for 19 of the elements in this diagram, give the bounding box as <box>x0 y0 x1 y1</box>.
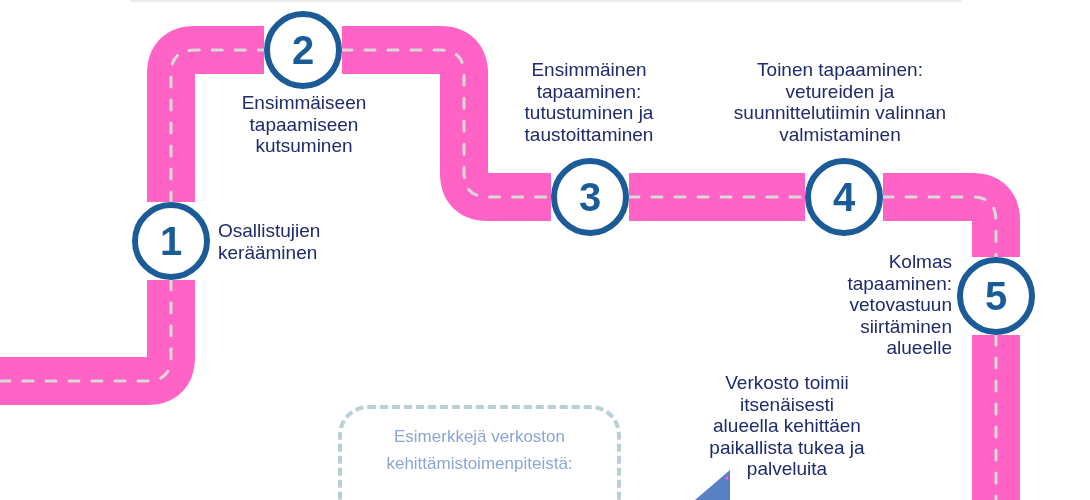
dashed-box <box>338 405 621 500</box>
road-segment <box>340 26 553 221</box>
step-description: Ensimmäiseen tapaamiseen kutsuminen <box>240 92 368 157</box>
road-segment <box>627 173 807 221</box>
road-segment <box>147 26 266 204</box>
step-description: Ensimmäinen tapaaminen: tutustuminen ja taustoittaminen <box>523 59 655 145</box>
step-number: 1 <box>159 221 183 261</box>
step-description: Osallistujien kerääminen <box>218 220 322 263</box>
step-number: 5 <box>984 276 1008 316</box>
road-segment <box>881 173 1020 259</box>
road-segment <box>0 278 195 405</box>
step-number: 4 <box>832 177 856 217</box>
step-number: 2 <box>291 30 315 70</box>
step-description: Toinen tapaaminen: vetureiden ja suunnittelutiimin valinnan valmistaminen <box>732 59 948 145</box>
road-segment <box>972 333 1020 500</box>
goal-description: Verkosto toimii itsenäisesti alueella kehittäen paikallista tukea ja palveluita <box>708 372 866 480</box>
step-description: Kolmas tapaaminen: vetovastuun siirtäminen alueelle <box>846 251 952 359</box>
box-heading: Esimerkkejä verkoston kehittämistoimenpiteistä: <box>385 426 574 475</box>
step-number: 3 <box>578 177 602 217</box>
